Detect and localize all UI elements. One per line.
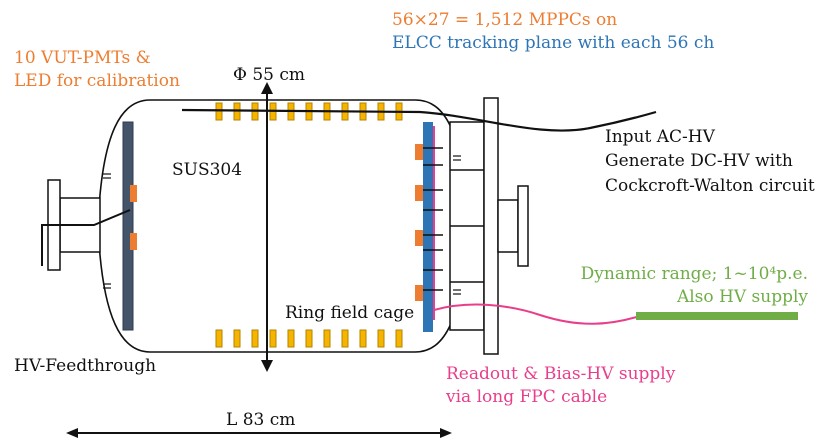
pmt-label: 10 VUT-PMTs &	[14, 48, 151, 68]
fpc-cable-label: via long FPC cable	[446, 387, 608, 407]
elcc-readout-connections	[423, 147, 443, 291]
hv-supply-label: Also HV supply	[676, 287, 808, 307]
cockcroft-walton-label: Cockcroft-Walton circuit	[605, 176, 815, 196]
hv-feedthrough-wire	[41, 209, 131, 266]
right-flange	[449, 97, 529, 355]
field-cage-label: Ring field cage	[285, 303, 415, 323]
pmt-block	[130, 233, 137, 250]
ac-hv-input-label: Input AC-HV	[605, 127, 715, 147]
pmt-plate	[122, 121, 134, 331]
readout-label: Readout & Bias-HV supply	[446, 364, 676, 384]
length-arrow	[66, 428, 452, 438]
material-label: SUS304	[172, 160, 243, 180]
pmt-block	[130, 185, 137, 202]
length-label: L 83 cm	[226, 410, 296, 430]
mppc-count-label: 56×27 = 1,512 MPPCs on	[392, 10, 618, 30]
feedthrough-label: HV-Feedthrough	[14, 356, 157, 376]
dc-hv-generate-label: Generate DC-HV with	[605, 151, 793, 171]
tie-rods	[103, 155, 461, 295]
field-cage-bottom	[215, 329, 403, 348]
dynamic-range-label: Dynamic range; 1~10⁴p.e.	[580, 264, 808, 284]
elcc-readout-boards	[415, 144, 423, 301]
fpc-readout-cable	[433, 303, 641, 325]
dynamic-range-bar	[636, 312, 798, 320]
diameter-label: Φ 55 cm	[233, 65, 306, 85]
diameter-arrow	[261, 82, 273, 372]
led-label: LED for calibration	[14, 71, 180, 91]
ac-hv-cable	[181, 108, 657, 132]
elcc-plane-label: ELCC tracking plane with each 56 ch	[392, 33, 715, 53]
elcc-plane	[423, 122, 433, 332]
